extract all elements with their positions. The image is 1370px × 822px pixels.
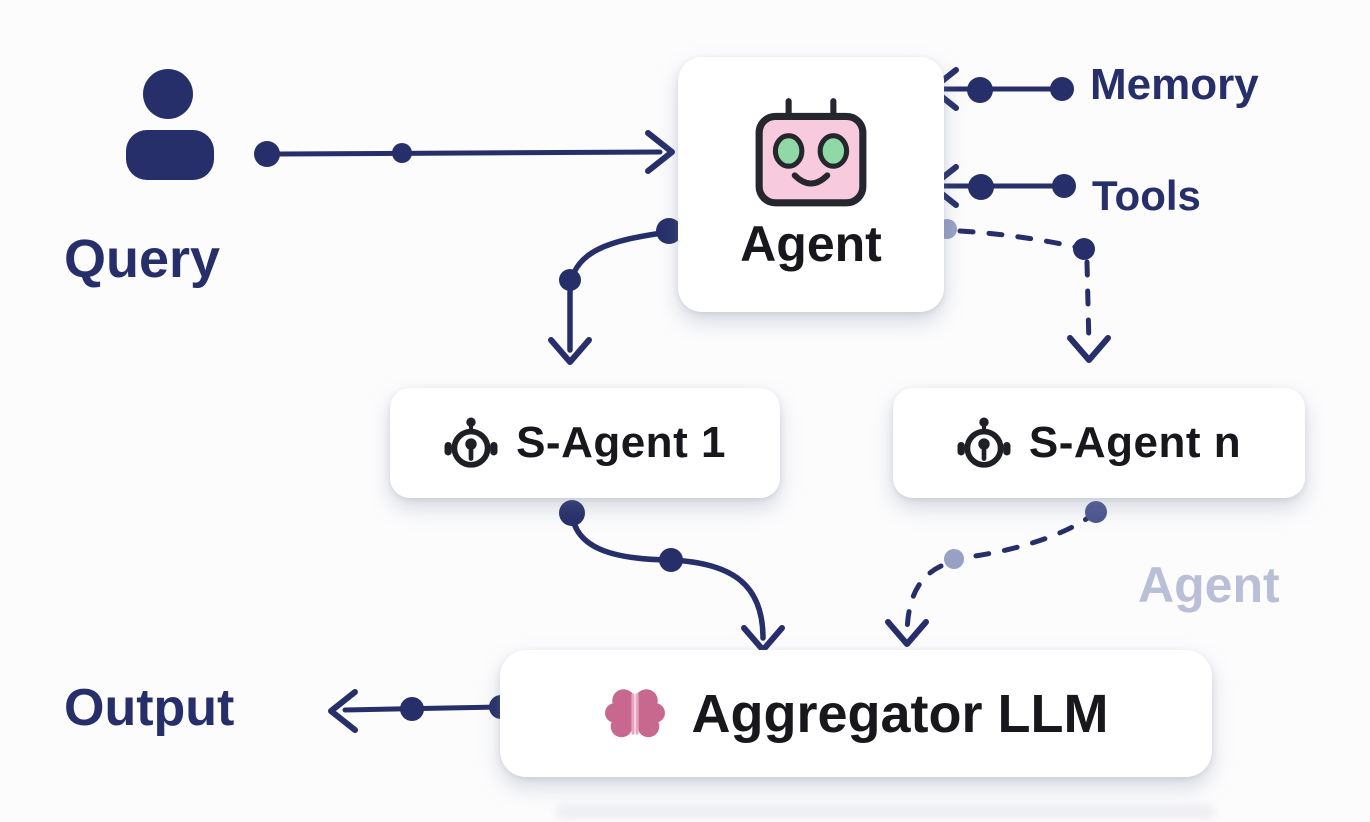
agent-label: Agent — [740, 215, 882, 272]
sub-agent-n-node: S-Agent n — [893, 388, 1305, 498]
arrowhead-down — [885, 619, 929, 647]
bottom-ghost-artifact — [555, 804, 1215, 820]
robot-face-icon — [755, 97, 867, 206]
agent-to-sagent1-arrow — [548, 218, 682, 365]
aggregator-llm-label: Aggregator LLM — [691, 683, 1109, 744]
watermark-agent-label: Agent — [1138, 557, 1280, 613]
sagentn-to-aggregator-arrow — [885, 501, 1107, 647]
arrowhead-down — [1067, 335, 1111, 363]
aggregator-llm-node: Aggregator LLM — [500, 650, 1212, 777]
arrowhead-left — [328, 689, 358, 733]
tools-label: Tools — [1092, 172, 1201, 219]
output-label: Output — [64, 679, 235, 737]
arrowhead-down — [548, 337, 592, 365]
memory-label: Memory — [1090, 60, 1259, 109]
agent-node: Agent — [678, 57, 944, 312]
person-icon — [126, 69, 214, 180]
sub-agent-robot-icon — [444, 417, 498, 468]
arrowhead-right — [645, 130, 675, 174]
memory-to-agent-arrow — [929, 67, 1074, 111]
brain-icon — [604, 687, 665, 740]
sub-agent-1-label: S-Agent 1 — [516, 418, 726, 467]
query-to-agent-arrow — [254, 130, 675, 174]
tools-to-agent-arrow — [929, 164, 1076, 208]
agent-to-sagentn-arrow — [937, 219, 1111, 363]
sub-agent-n-label: S-Agent n — [1028, 418, 1242, 467]
query-label: Query — [64, 229, 221, 289]
sub-agent-robot-icon — [957, 417, 1011, 468]
sub-agent-1-node: S-Agent 1 — [390, 388, 780, 498]
aggregator-to-output-arrow — [328, 689, 513, 733]
sagent1-to-aggregator-arrow — [559, 500, 785, 653]
